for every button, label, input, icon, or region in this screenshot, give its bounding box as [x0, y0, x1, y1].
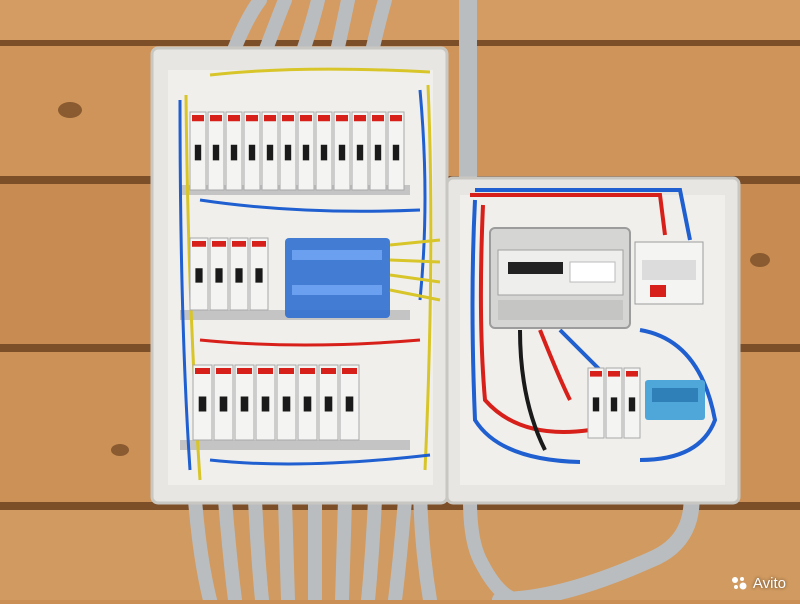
breaker-label-strip	[590, 371, 602, 377]
breaker-lever	[235, 268, 243, 283]
blue-relay	[645, 380, 705, 420]
rcd-device	[634, 241, 704, 305]
breaker-lever	[592, 397, 600, 412]
breaker-label-strip	[195, 368, 210, 374]
middle-breaker-row	[189, 237, 269, 311]
breaker-label-strip	[390, 115, 402, 122]
top-breaker-row	[189, 111, 405, 191]
breaker-lever	[282, 396, 291, 412]
breaker-label-strip	[300, 115, 312, 122]
breaker-lever	[320, 144, 328, 161]
breaker-lever	[194, 144, 202, 161]
breaker-lever	[303, 396, 312, 412]
breaker-lever	[284, 144, 292, 161]
breaker-label-strip	[608, 371, 620, 377]
breaker-label-strip	[372, 115, 384, 122]
breaker-lever	[266, 144, 274, 161]
breaker-lever	[195, 268, 203, 283]
breaker-lever	[212, 144, 220, 161]
avito-watermark: Avito	[730, 574, 786, 592]
breaker-lever	[215, 268, 223, 283]
blue-terminal-block	[285, 238, 441, 318]
breaker-label-strip	[212, 241, 226, 247]
breaker-lever	[302, 144, 310, 161]
breaker-label-strip	[354, 115, 366, 122]
watermark-text: Avito	[752, 574, 786, 592]
breaker-lever	[374, 144, 382, 161]
breaker-label-strip	[192, 241, 206, 247]
breaker-lever	[628, 397, 636, 412]
breaker-label-strip	[342, 368, 357, 374]
breaker-label-strip	[300, 368, 315, 374]
right-enclosure	[445, 176, 741, 505]
breaker-label-strip	[192, 115, 204, 122]
breaker-label-strip	[252, 241, 266, 247]
left-wires	[178, 67, 433, 481]
breaker-lever	[240, 396, 249, 412]
breaker-lever	[610, 397, 618, 412]
breaker-label-strip	[282, 115, 294, 122]
breaker-label-strip	[318, 115, 330, 122]
bottom-breaker-row	[192, 364, 360, 441]
breaker-lever	[392, 144, 400, 161]
breaker-label-strip	[232, 241, 246, 247]
breaker-label-strip	[264, 115, 276, 122]
breaker-label-strip	[210, 115, 222, 122]
breaker-label-strip	[228, 115, 240, 122]
avito-logo-icon	[731, 577, 747, 590]
breaker-lever	[338, 144, 346, 161]
breaker-lever	[230, 144, 238, 161]
electric-meter	[489, 227, 631, 329]
breaker-lever	[198, 396, 207, 412]
breaker-label-strip	[237, 368, 252, 374]
breaker-label-strip	[321, 368, 336, 374]
breaker-lever	[248, 144, 256, 161]
breaker-label-strip	[246, 115, 258, 122]
breaker-label-strip	[336, 115, 348, 122]
right-breaker-row	[587, 367, 641, 439]
breaker-lever	[219, 396, 228, 412]
breaker-label-strip	[626, 371, 638, 377]
right-wires	[470, 188, 718, 464]
breaker-lever	[345, 396, 354, 412]
conduits-bottom	[188, 472, 700, 604]
breaker-lever	[261, 396, 270, 412]
breaker-label-strip	[279, 368, 294, 374]
breaker-lever	[255, 268, 263, 283]
breaker-lever	[324, 396, 333, 412]
breaker-label-strip	[216, 368, 231, 374]
breaker-label-strip	[258, 368, 273, 374]
breaker-lever	[356, 144, 364, 161]
